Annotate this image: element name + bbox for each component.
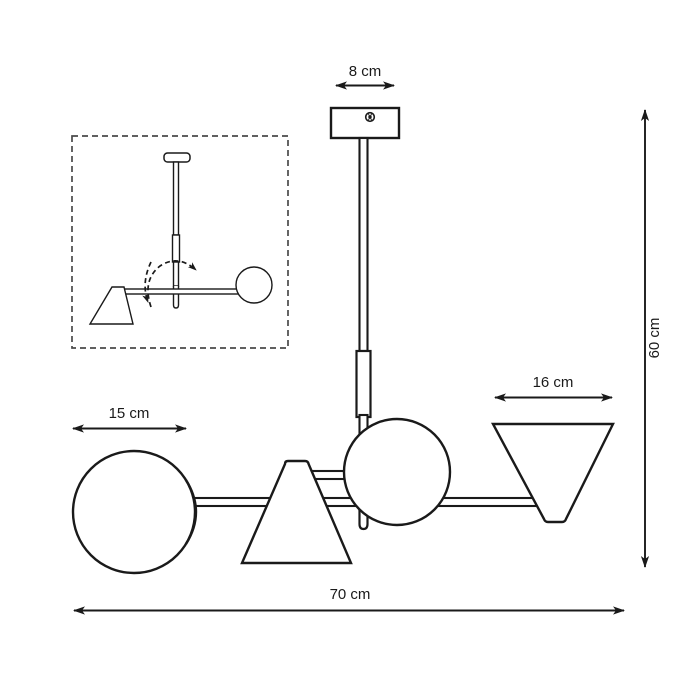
center-sphere-shade (342, 417, 452, 527)
left-sphere-fitting (184, 479, 198, 545)
inset-cone-shade (88, 286, 134, 325)
side-view-inset (71, 135, 289, 349)
middle-cone-shade (240, 459, 353, 565)
ceiling-canopy (329, 106, 401, 140)
dimension-label-left-sphere: 15 cm (109, 405, 150, 422)
dimension-total-height: 60 cm (640, 109, 663, 568)
dimension-label-right-cone: 16 cm (533, 374, 574, 391)
inset-ceiling-canopy (163, 152, 191, 163)
inset-vertical-stem (171, 161, 181, 309)
right-cone-shade (490, 422, 615, 524)
rotation-arrow-upper (147, 260, 197, 308)
inset-horizontal-arm (119, 288, 241, 295)
stem-sleeve (355, 349, 372, 419)
dimension-total-width: 70 cm (73, 586, 625, 615)
rotation-arrow (142, 260, 197, 308)
dimension-right-cone: 16 cm (494, 374, 613, 402)
dimension-label-total-height: 60 cm (646, 318, 663, 359)
dimension-label-canopy-width: 8 cm (349, 63, 382, 80)
rotation-arrow-lower (142, 261, 152, 303)
inset-stem-sleeve (171, 234, 181, 263)
inset-sphere-shade (235, 266, 273, 304)
dimension-left-sphere: 15 cm (72, 405, 187, 433)
dimension-label-total-width: 70 cm (330, 586, 371, 603)
dimension-canopy-width: 8 cm (335, 63, 395, 90)
left-sphere-shade (71, 449, 198, 575)
